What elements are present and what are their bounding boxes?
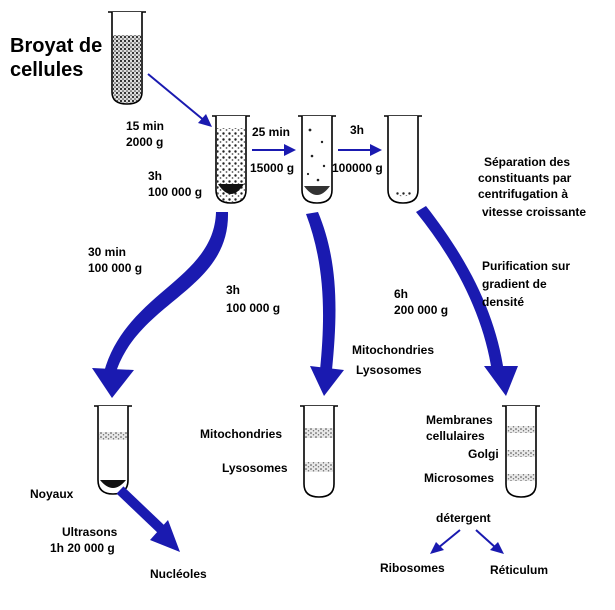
tube-mito-lyso — [300, 405, 338, 498]
purification-line-3: densité — [482, 295, 524, 309]
step3-time: 3h — [350, 123, 364, 137]
step2-time: 25 min — [252, 125, 290, 139]
right-time: 6h — [394, 287, 408, 301]
purification-line-1: Purification sur — [482, 259, 570, 273]
big-arrow-right — [416, 206, 518, 396]
broyat-label-2: cellules — [10, 59, 83, 81]
tube-2 — [298, 115, 336, 204]
separation-line-1: Séparation des — [484, 155, 570, 169]
big-arrow-left — [92, 212, 229, 398]
ultrasons-line-2: 1h 20 000 g — [50, 541, 115, 555]
tube1-time: 3h — [148, 169, 162, 183]
purification-line-2: gradient de — [482, 277, 547, 291]
arrow-to-ribosomes — [430, 529, 461, 554]
ultrasons-line-1: Ultrasons — [62, 525, 118, 539]
step2-force: 15000 g — [250, 161, 294, 175]
tube-3 — [384, 115, 422, 204]
lysosomes-band-label: Lysosomes — [222, 461, 288, 475]
lysosomes-top-label: Lysosomes — [356, 363, 422, 377]
membranes-line-2: cellulaires — [426, 429, 485, 443]
big-arrow-middle — [306, 212, 344, 396]
step3-force: 100000 g — [332, 161, 383, 175]
detergent-label: détergent — [436, 511, 491, 525]
arrow-broyat-to-tube1 — [147, 73, 212, 127]
ribosomes-label: Ribosomes — [380, 561, 445, 575]
nucleoles-label: Nucléoles — [150, 567, 207, 581]
separation-line-2: constituants par — [478, 171, 572, 185]
arrow-tube2-to-tube3 — [338, 144, 382, 156]
membranes-line-1: Membranes — [426, 413, 493, 427]
tube1-force: 100 000 g — [148, 185, 202, 199]
noyaux-label: Noyaux — [30, 487, 74, 501]
tube-gradient — [502, 405, 540, 498]
left-time: 30 min — [88, 245, 126, 259]
separation-line-3: centrifugation à — [478, 187, 568, 201]
arrow-to-reticulum — [475, 529, 504, 554]
tube-noyaux — [94, 405, 132, 495]
reticulum-label: Réticulum — [490, 563, 548, 577]
left-force: 100 000 g — [88, 261, 142, 275]
mid-time: 3h — [226, 283, 240, 297]
arrow-ultrasons — [116, 486, 180, 552]
mid-force: 100 000 g — [226, 301, 280, 315]
step1-force: 2000 g — [126, 135, 163, 149]
arrow-tube1-to-tube2 — [252, 144, 296, 156]
broyat-label-1: Broyat de — [10, 35, 102, 57]
right-force: 200 000 g — [394, 303, 448, 317]
microsomes-label: Microsomes — [424, 471, 494, 485]
tube-broyat — [108, 11, 146, 105]
mitochondries-top-label: Mitochondries — [352, 343, 434, 357]
mitochondries-band-label: Mitochondries — [200, 427, 282, 441]
separation-line-4: vitesse croissante — [482, 205, 586, 219]
tube-1 — [212, 115, 250, 204]
golgi-label: Golgi — [468, 447, 499, 461]
step1-time: 15 min — [126, 119, 164, 133]
